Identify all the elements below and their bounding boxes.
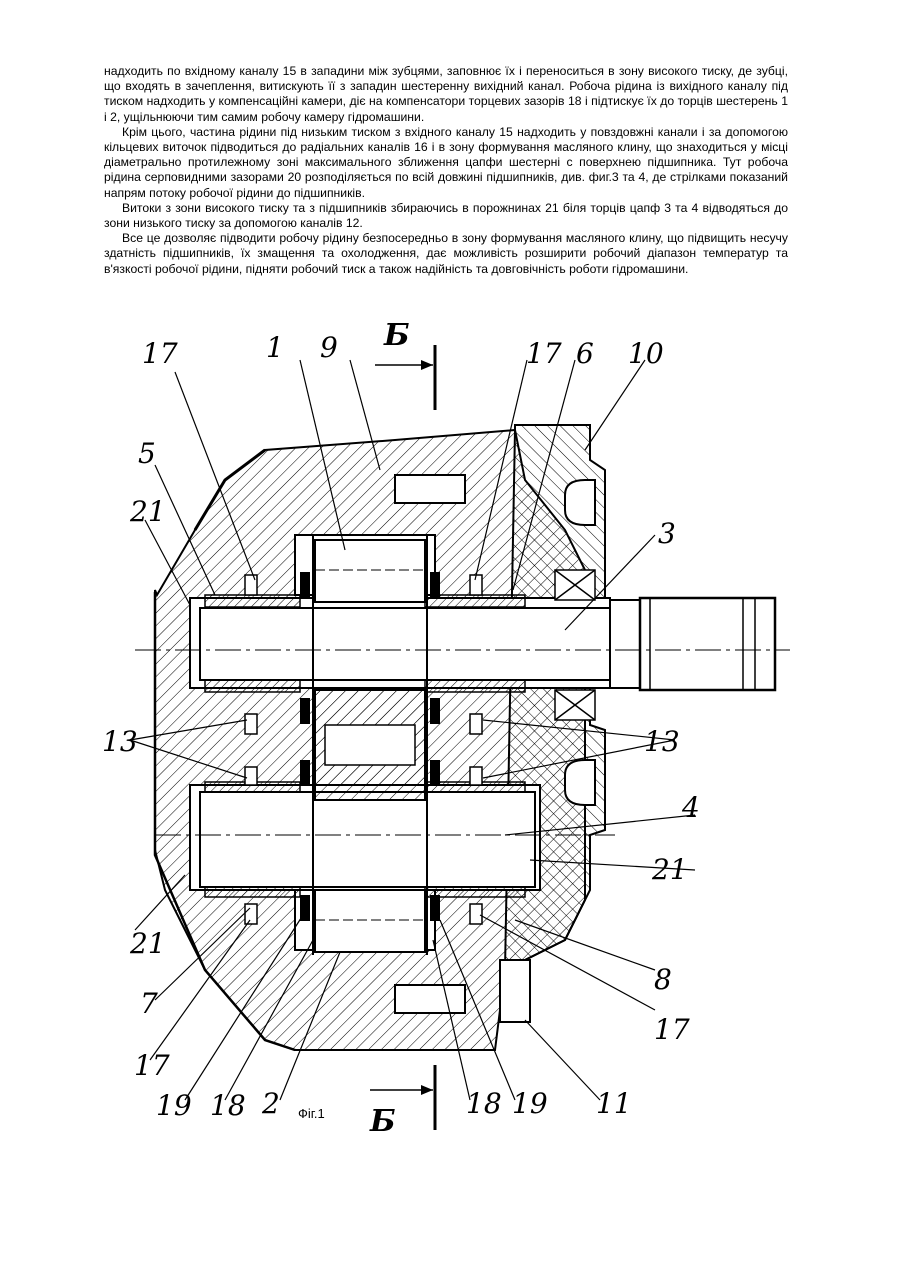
- dowel-pin-bottom: [395, 985, 465, 1013]
- callout-21: 21: [652, 856, 688, 884]
- callout-19: 19: [156, 1092, 192, 1120]
- callout-19: 19: [512, 1090, 548, 1118]
- callout-17: 17: [134, 1052, 170, 1080]
- section-label-bottom: Б: [370, 1104, 396, 1139]
- callout-8: 8: [654, 966, 672, 994]
- callout-1: 1: [266, 334, 284, 362]
- bolt-11: [500, 960, 530, 1022]
- callout-7: 7: [140, 990, 158, 1018]
- description-text: надходить по вхідному каналу 15 в запади…: [104, 64, 788, 277]
- callout-4: 4: [682, 794, 700, 822]
- callout-18: 18: [210, 1092, 246, 1120]
- callout-21: 21: [130, 498, 166, 526]
- callout-10: 10: [628, 340, 664, 368]
- gear-pump-drawing: [95, 330, 795, 1150]
- gear-2: [315, 890, 425, 952]
- paragraph-1: надходить по вхідному каналу 15 в запади…: [104, 64, 788, 125]
- callout-13: 13: [102, 728, 138, 756]
- callout-21: 21: [130, 930, 166, 958]
- callout-11: 11: [596, 1090, 632, 1118]
- callout-3: 3: [658, 520, 676, 548]
- figure-caption: Фіг.1: [298, 1106, 325, 1121]
- driven-shaft: [200, 792, 535, 887]
- drive-shaft: [200, 608, 610, 680]
- paragraph-2: Крім цього, частина рідини під низьким т…: [104, 125, 788, 201]
- callout-17: 17: [654, 1016, 690, 1044]
- section-label-top: Б: [384, 318, 410, 353]
- callout-13: 13: [644, 728, 680, 756]
- gear-1: [315, 540, 425, 602]
- callout-6: 6: [576, 340, 594, 368]
- callout-17: 17: [526, 340, 562, 368]
- callout-18: 18: [466, 1090, 502, 1118]
- paragraph-4: Все це дозволяє підводити робочу рідину …: [104, 231, 788, 277]
- dowel-pin-top: [395, 475, 465, 503]
- callout-5: 5: [138, 440, 156, 468]
- callout-9: 9: [320, 334, 338, 362]
- callout-2: 2: [262, 1090, 280, 1118]
- callout-17: 17: [142, 340, 178, 368]
- paragraph-3: Витоки з зони високого тиску та з підшип…: [104, 201, 788, 231]
